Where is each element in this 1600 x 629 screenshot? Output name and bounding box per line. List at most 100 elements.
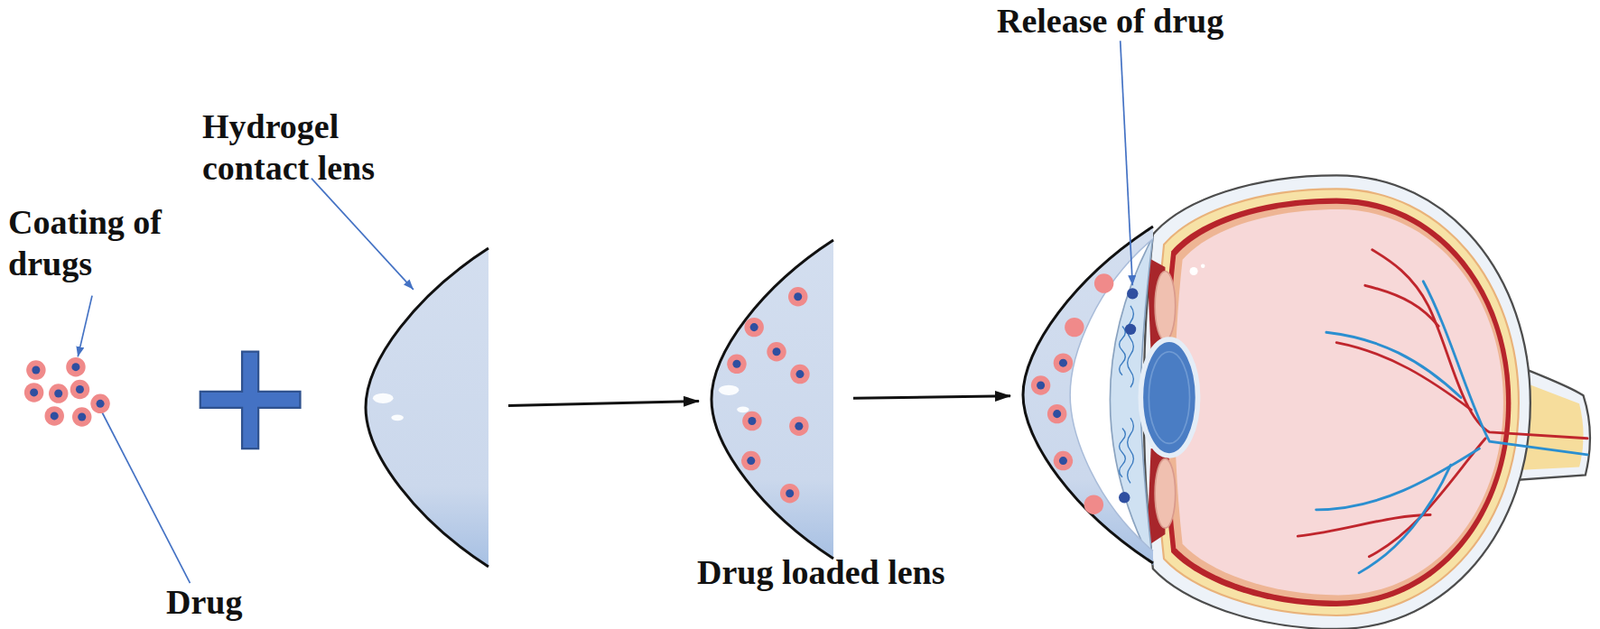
highlight — [1200, 264, 1206, 270]
drug-core — [795, 370, 804, 379]
artery — [1372, 250, 1588, 439]
drug-core — [71, 362, 80, 372]
artery — [1368, 438, 1486, 558]
iris — [1146, 448, 1165, 547]
flow-arrow — [508, 400, 699, 406]
eye-layer-orange — [1167, 204, 1507, 602]
leader-lines — [77, 40, 1133, 584]
drug-coating — [65, 357, 85, 377]
vein — [1316, 448, 1480, 511]
leader-line — [77, 296, 93, 358]
drug-core — [746, 456, 755, 466]
lens-highlight — [390, 414, 404, 421]
drug-core — [785, 489, 794, 498]
cornea-line — [1119, 325, 1126, 375]
drug-core — [732, 360, 741, 369]
callout-label: Coating of drugs — [8, 201, 203, 285]
drug-coating — [1053, 353, 1073, 373]
drug-coating — [766, 342, 786, 362]
drug-coating — [790, 364, 810, 384]
optic-nerve — [1499, 359, 1591, 483]
drug-coating — [48, 383, 68, 403]
flow-arrow — [853, 396, 1011, 399]
drug-coating — [788, 287, 808, 307]
blood-vessels — [1297, 250, 1588, 574]
node-outline — [365, 248, 489, 568]
released-drug — [1126, 288, 1138, 299]
drug-core — [794, 422, 803, 431]
drug-core — [77, 413, 86, 422]
vein — [1326, 332, 1461, 398]
sclera — [1144, 175, 1531, 629]
cornea-line — [1127, 418, 1135, 484]
ciliary-body — [1154, 458, 1176, 529]
drug-core — [1059, 456, 1068, 466]
drug-core — [54, 390, 63, 399]
callout-label: Drug — [166, 581, 242, 624]
drug-core — [1052, 409, 1061, 419]
loaded-drugs — [726, 287, 810, 503]
lens-outline — [365, 248, 489, 568]
lens-body — [1023, 226, 1154, 564]
artery — [1365, 285, 1439, 326]
drug-core — [1059, 359, 1068, 368]
artery — [1297, 514, 1431, 537]
lens-node: Hydrogel contact lens — [365, 248, 489, 568]
retina — [1174, 209, 1504, 596]
crystalline-lens — [1140, 339, 1198, 456]
lens-highlight — [718, 385, 740, 396]
leader-line — [311, 178, 414, 290]
drug-coating — [24, 382, 44, 402]
iris — [1146, 257, 1165, 354]
drug-coating — [26, 360, 46, 380]
node-label: Drug loaded lens — [697, 551, 945, 594]
lens-node: Release of drug — [1023, 226, 1154, 564]
vein — [1423, 281, 1588, 456]
drug-coating — [780, 483, 800, 503]
drug-coating — [789, 416, 809, 436]
node-label: Hydrogel contact lens — [202, 105, 397, 189]
eye-layer-yellow — [1155, 188, 1519, 616]
drug-core — [75, 385, 84, 394]
lens-outline — [711, 240, 834, 559]
leader-line — [1120, 40, 1134, 286]
leader-line — [100, 409, 190, 584]
drug-coating — [90, 394, 110, 414]
drug-coating — [742, 411, 762, 431]
drug-coating — [1094, 273, 1114, 293]
drug-core — [1036, 381, 1045, 390]
node-outline — [1023, 226, 1154, 564]
optic-nerve-core — [1499, 372, 1584, 471]
choroid — [1162, 197, 1511, 606]
released-drug — [1125, 324, 1136, 335]
released-drug — [1118, 492, 1130, 503]
lens-outline — [1023, 226, 1154, 564]
lens-node: Drug loaded lens — [711, 240, 834, 559]
plus-sign — [200, 352, 301, 449]
drug-coating — [741, 451, 761, 471]
eye-drugs — [1031, 273, 1139, 515]
vein — [1358, 465, 1452, 574]
drug-core — [793, 292, 802, 301]
cornea-line — [1127, 306, 1135, 388]
drug-coating — [72, 407, 92, 427]
drug-cluster — [24, 357, 111, 428]
cornea-texture — [1119, 306, 1135, 484]
drug-coating — [1053, 451, 1073, 471]
drug-coating — [1084, 494, 1104, 514]
highlight — [1190, 267, 1199, 276]
drug-coating — [744, 317, 763, 337]
drug-coating — [726, 354, 746, 374]
drug-coating — [1031, 375, 1051, 395]
drug-core — [29, 388, 38, 397]
cornea-line — [1119, 427, 1126, 477]
drug-coating — [1064, 317, 1084, 337]
lens-body — [711, 240, 834, 559]
crystalline-lens-inner — [1148, 352, 1190, 445]
node-label: Release of drug — [996, 0, 1224, 42]
lens-highlight — [372, 393, 394, 404]
drug-core — [747, 417, 756, 426]
ciliary-body — [1154, 270, 1176, 341]
